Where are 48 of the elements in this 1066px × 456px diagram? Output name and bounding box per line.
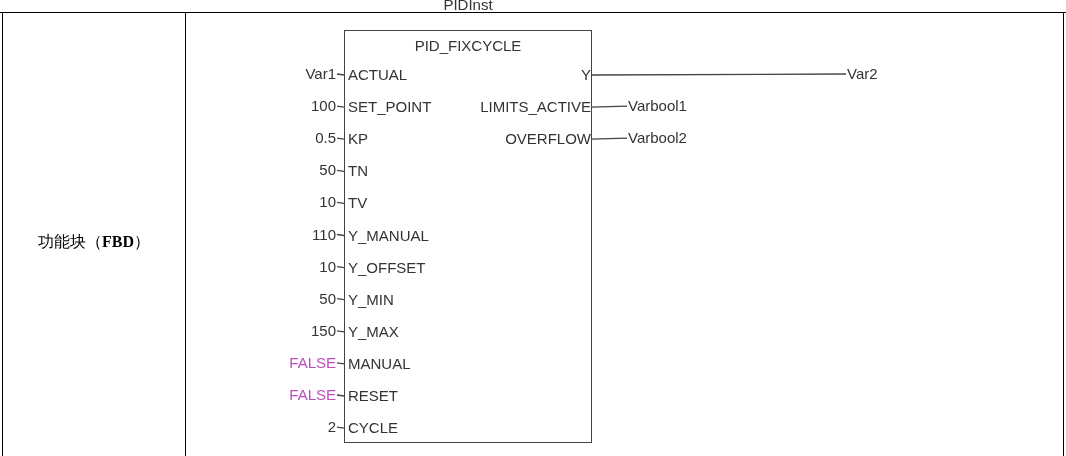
pin-name: SET_POINT (348, 98, 432, 117)
connector-line (590, 105, 628, 108)
pin-name: Y_MAX (348, 322, 399, 341)
pin-name: Y_OFFSET (348, 258, 426, 277)
input-value: 50 (319, 289, 336, 308)
connector-line (336, 265, 345, 269)
cell-text: 功能块（FBD） (37, 232, 151, 252)
input-value: 10 (319, 257, 336, 276)
input-value: 10 (319, 193, 336, 212)
input-value: 50 (319, 161, 336, 180)
connector-line (336, 362, 345, 365)
connector-line (336, 169, 345, 172)
pin-name: OVERFLOW (505, 130, 591, 149)
pin-name: LIMITS_ACTIVE (480, 98, 591, 117)
connector-line (336, 201, 345, 205)
pin-name: TV (348, 194, 368, 213)
pin-name: Y (581, 66, 591, 84)
instance-name: PIDInst (442, 0, 494, 14)
output-variable: Varbool2 (628, 129, 687, 148)
input-value: 2 (327, 418, 336, 437)
connector-line (590, 73, 847, 76)
pin-name: CYCLE (348, 419, 399, 438)
output-variable: Var2 (847, 65, 878, 83)
pin-name: RESET (348, 387, 398, 405)
input-value: 150 (310, 321, 336, 340)
pin-name: ACTUAL (348, 66, 408, 84)
pin-name: TN (348, 162, 368, 181)
connector-line (336, 233, 345, 237)
input-value: 0.5 (315, 129, 336, 148)
input-value: 110 (312, 225, 336, 244)
connector-line (590, 137, 628, 140)
input-value: Var1 (305, 65, 336, 83)
connector-line (336, 426, 345, 429)
output-variable: Varbool1 (628, 97, 687, 116)
pin-name: MANUAL (348, 354, 411, 373)
pin-name: Y_MIN (348, 290, 394, 309)
pin-name: Y_MANUAL (348, 226, 429, 245)
input-value: FALSE (289, 386, 336, 404)
block-type: PID_FIXCYCLE (413, 37, 523, 55)
connector-line (336, 330, 345, 333)
connector-line (336, 105, 345, 108)
input-value: FALSE (289, 353, 336, 372)
input-value: 100 (310, 97, 336, 116)
connector-line (336, 298, 345, 301)
connector-line (336, 73, 345, 76)
pin-name: KP (348, 130, 368, 149)
connector-line (336, 137, 345, 140)
connector-line (336, 394, 345, 397)
